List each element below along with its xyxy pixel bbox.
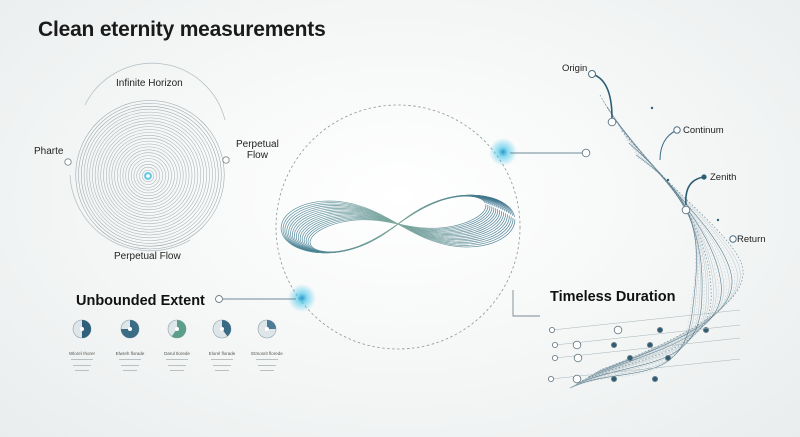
right-nodes (588, 70, 737, 243)
pie-chart-icon (72, 319, 92, 339)
pie-legend: Wlorel rhorer Elwreh florade Darul tlorede… (62, 318, 322, 378)
concentric-spiral (75, 100, 225, 250)
pie-caption: Wlorel rhorer (68, 351, 95, 356)
pie-item: Darul tlorede (157, 318, 197, 374)
pie-subtext-line (62, 362, 102, 368)
pie-chart-icon (167, 319, 187, 339)
pie-item: Elwreh florade (110, 318, 150, 374)
pie-subtext-line (202, 368, 242, 374)
timeless-node-rows (547, 309, 741, 384)
pie-caption: Darul tlorede (164, 351, 190, 356)
spiral-orbit-arcs (64, 62, 230, 252)
pie-subtext-line (157, 368, 197, 374)
pie-subtext-line (202, 362, 242, 368)
pie-chart-icon (257, 319, 277, 339)
pie-subtext-line (62, 368, 102, 374)
pie-subtext-line (247, 368, 287, 374)
pie-caption: Etmosrit florede (251, 351, 283, 356)
pharte-node (64, 158, 72, 166)
pie-item: Elorel florade (202, 318, 242, 374)
label-continum: Continum (683, 125, 724, 136)
connector-top-node (581, 148, 591, 158)
label-infinite-horizon: Infinite Horizon (116, 78, 183, 89)
pie-subtext-line (110, 357, 150, 363)
label-origin: Origin (562, 63, 588, 74)
label-perpetual-flow-bottom: Perpetual Flow (114, 251, 181, 262)
pie-subtext-line (157, 357, 197, 363)
label-zenith: Zenith (710, 172, 737, 183)
pie-caption: Elwreh florade (115, 351, 145, 356)
glow-node-bottom (288, 284, 316, 312)
heading-timeless-duration: Timeless Duration (550, 289, 676, 305)
glow-node-top (489, 138, 517, 166)
pie-subtext-line (247, 357, 287, 363)
page-title: Clean eternity measurements (38, 18, 326, 41)
pie-item: Wlorel rhorer (62, 318, 102, 374)
perpetual-flow-node (222, 156, 230, 164)
pie-subtext-line (110, 362, 150, 368)
pie-subtext-line (157, 362, 197, 368)
label-return: Return (737, 234, 766, 245)
flowing-lines (568, 94, 744, 390)
pie-chart-icon (120, 319, 140, 339)
pie-subtext-line (247, 362, 287, 368)
pie-chart-icon (212, 319, 232, 339)
connector-bottom-node (215, 295, 223, 303)
pie-item: Etmosrit florede (247, 318, 287, 374)
timeless-bracket (512, 290, 540, 317)
heading-unbounded-extent: Unbounded Extent (76, 293, 205, 309)
central-dashed-circle (275, 104, 521, 350)
pie-caption: Elorel florade (208, 351, 236, 356)
pie-subtext-line (62, 357, 102, 363)
pie-subtext-line (202, 357, 242, 363)
infinity-symbol (280, 194, 516, 254)
label-perpetual-flow-right: Perpetual Flow (236, 139, 279, 161)
label-pharte: Pharte (34, 146, 64, 157)
pie-subtext-line (110, 368, 150, 374)
